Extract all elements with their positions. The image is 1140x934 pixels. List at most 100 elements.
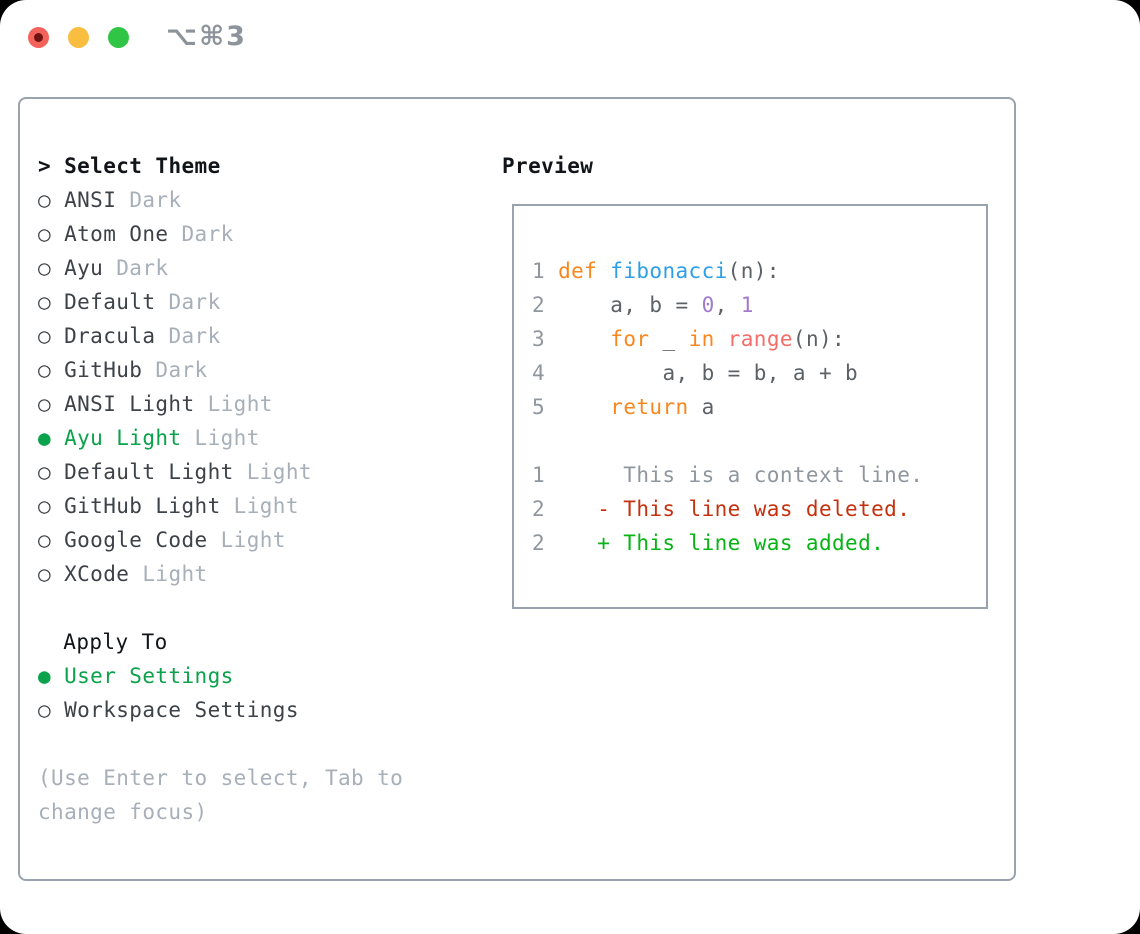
theme-item-ansi-light[interactable]: ○ ANSI Light Light — [38, 387, 483, 421]
line-number: 1 — [532, 463, 546, 487]
code-line: 1 def fibonacci(n): — [532, 254, 986, 288]
help-text: (Use Enter to select, Tab to change focu… — [38, 766, 404, 824]
radio-icon: ○ — [38, 358, 52, 382]
theme-name: ANSI Light — [51, 392, 208, 416]
theme-name: Dracula — [51, 324, 169, 348]
maximize-button-icon[interactable] — [108, 27, 129, 48]
code-token: a — [688, 395, 715, 419]
theme-variant-tag: Light — [142, 562, 208, 586]
code-line: 2 a, b = 0, 1 — [532, 288, 986, 322]
theme-item-github[interactable]: ○ GitHub Dark — [38, 353, 483, 387]
radio-icon: ○ — [38, 528, 52, 552]
line-number: 4 — [532, 361, 559, 385]
theme-item-xcode[interactable]: ○ XCode Light — [38, 557, 483, 591]
theme-selector-column: > Select Theme ○ ANSI Dark○ Atom One Dar… — [38, 149, 483, 829]
theme-variant-tag: Dark — [155, 358, 208, 382]
line-number: 2 — [532, 531, 546, 555]
spacer — [38, 591, 483, 625]
apply-option-label: Workspace Settings — [51, 698, 299, 722]
line-number: 3 — [532, 327, 559, 351]
spacer — [38, 727, 483, 761]
code-token: (n): — [727, 259, 780, 283]
diff-line-added: 2 + This line was added. — [532, 526, 986, 560]
radio-icon: ● — [38, 664, 52, 688]
diff-text: This is a context line. — [545, 463, 924, 487]
theme-variant-tag: Dark — [168, 290, 221, 314]
theme-settings-panel: > Select Theme ○ ANSI Dark○ Atom One Dar… — [18, 97, 1016, 881]
code-token — [558, 395, 610, 419]
code-token: , — [714, 293, 741, 317]
code-token: fibonacci — [610, 259, 728, 283]
apply-option-user-settings[interactable]: ● User Settings — [38, 659, 483, 693]
theme-item-ansi[interactable]: ○ ANSI Dark — [38, 183, 483, 217]
theme-name: Google Code — [51, 528, 221, 552]
code-token: 1 — [740, 293, 754, 317]
theme-variant-tag: Light — [246, 460, 312, 484]
theme-variant-tag: Dark — [116, 256, 169, 280]
code-line: 4 a, b = b, a + b — [532, 356, 986, 390]
code-token: for — [610, 327, 650, 351]
radio-icon: ○ — [38, 188, 52, 212]
select-theme-heading-label: Select Theme — [64, 154, 221, 178]
theme-item-ayu-light[interactable]: ● Ayu Light Light — [38, 421, 483, 455]
theme-list: ○ ANSI Dark○ Atom One Dark○ Ayu Dark○ De… — [38, 183, 483, 591]
theme-name: XCode — [51, 562, 143, 586]
theme-variant-tag: Light — [220, 528, 286, 552]
titlebar: ⌥⌘3 — [0, 0, 1140, 97]
theme-item-atom-one[interactable]: ○ Atom One Dark — [38, 217, 483, 251]
theme-item-dracula[interactable]: ○ Dracula Dark — [38, 319, 483, 353]
radio-icon: ○ — [38, 256, 52, 280]
minimize-button-icon[interactable] — [68, 27, 89, 48]
theme-variant-tag: Light — [233, 494, 299, 518]
radio-icon: ○ — [38, 324, 52, 348]
code-token: in — [688, 327, 715, 351]
code-token: range — [727, 327, 793, 351]
code-token — [715, 327, 728, 351]
selector-prefix: > — [38, 154, 65, 178]
theme-name: Default — [51, 290, 169, 314]
theme-variant-tag: Light — [194, 426, 260, 450]
close-button-icon[interactable] — [28, 27, 49, 48]
radio-icon: ○ — [38, 392, 52, 416]
close-button-dot-icon — [34, 33, 43, 42]
diff-line-deleted: 2 - This line was deleted. — [532, 492, 986, 526]
line-number: 1 — [532, 259, 559, 283]
radio-icon: ○ — [38, 222, 52, 246]
theme-item-ayu[interactable]: ○ Ayu Dark — [38, 251, 483, 285]
code-line: 5 return a — [532, 390, 986, 424]
radio-icon: ○ — [38, 460, 52, 484]
theme-name: GitHub — [51, 358, 156, 382]
code-token: _ — [649, 327, 689, 351]
window-shortcut-label: ⌥⌘3 — [166, 21, 247, 52]
code-token: a, b = b, a + b — [558, 361, 859, 385]
diff-text: + This line was added. — [545, 531, 885, 555]
code-line: 3 for _ in range(n): — [532, 322, 986, 356]
diff-text: - This line was deleted. — [545, 497, 911, 521]
code-token: def — [558, 259, 598, 283]
code-token: return — [610, 395, 689, 419]
code-token: (n): — [792, 327, 846, 351]
line-number: 5 — [532, 395, 559, 419]
theme-item-github-light[interactable]: ○ GitHub Light Light — [38, 489, 483, 523]
radio-icon: ○ — [38, 494, 52, 518]
apply-option-label: User Settings — [51, 664, 234, 688]
theme-item-default-light[interactable]: ○ Default Light Light — [38, 455, 483, 489]
code-token: a, b = — [558, 293, 702, 317]
blank-line — [532, 424, 986, 458]
code-token: 0 — [701, 293, 715, 317]
theme-item-google-code[interactable]: ○ Google Code Light — [38, 523, 483, 557]
diff-line-context: 1 This is a context line. — [532, 458, 986, 492]
apply-to-options: ● User Settings○ Workspace Settings — [38, 659, 483, 727]
theme-variant-tag: Dark — [181, 222, 234, 246]
theme-item-default[interactable]: ○ Default Dark — [38, 285, 483, 319]
theme-name: Ayu — [51, 256, 117, 280]
apply-option-workspace-settings[interactable]: ○ Workspace Settings — [38, 693, 483, 727]
theme-name: Ayu Light — [51, 426, 195, 450]
line-number: 2 — [532, 497, 546, 521]
radio-icon: ○ — [38, 290, 52, 314]
radio-icon: ● — [38, 426, 52, 450]
theme-variant-tag: Dark — [168, 324, 221, 348]
theme-name: Atom One — [51, 222, 182, 246]
